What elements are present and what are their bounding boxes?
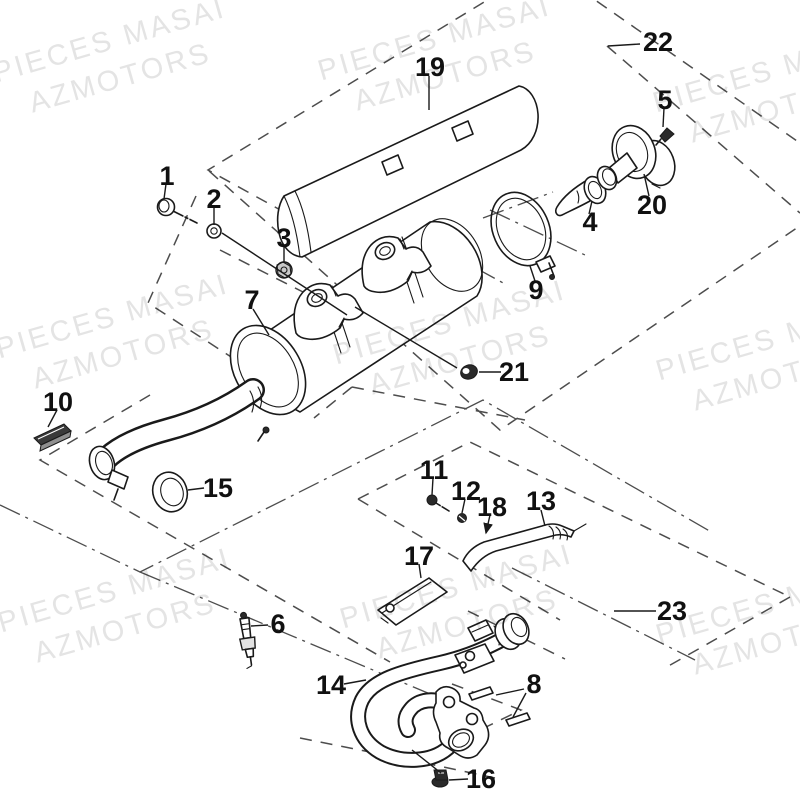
part-label-12: 12: [451, 476, 481, 506]
part-label-8: 8: [526, 669, 541, 699]
leader-line: [483, 514, 493, 535]
part-label-4: 4: [582, 207, 597, 237]
part-label-3: 3: [276, 223, 291, 253]
part-6-spark-plug: [238, 611, 256, 669]
part-17-shield-plate: [377, 577, 448, 626]
leader-line: [643, 173, 650, 197]
dashed-boundary-line: [351, 386, 526, 421]
dashed-boundary-line: [219, 249, 306, 294]
leader-line: [495, 688, 525, 696]
leader-line: [250, 624, 269, 627]
part-10-strip: [33, 423, 72, 452]
leader-line: [343, 679, 367, 685]
part-label-14: 14: [316, 670, 346, 700]
leader-line: [529, 265, 536, 282]
part-label-11: 11: [420, 455, 449, 485]
leader-line: [448, 778, 469, 781]
part-label-10: 10: [43, 387, 73, 417]
part-14-header-pipe: [350, 612, 530, 768]
part-2-washer: [206, 223, 222, 239]
part-label-18: 18: [477, 492, 507, 522]
dashed-boundary-line: [313, 386, 353, 419]
part-label-16: 16: [466, 764, 496, 792]
part-9-clamp: [490, 191, 556, 280]
part-11-bolt: [426, 494, 450, 512]
chain-boundary-line: [489, 209, 586, 256]
leader-line: [187, 487, 205, 491]
part-label-2: 2: [206, 184, 221, 214]
leader-line: [47, 409, 58, 428]
part-label-7: 7: [244, 285, 259, 315]
leader-line: [431, 477, 434, 496]
dashed-boundary-line: [38, 394, 391, 663]
leader-line: [163, 183, 167, 200]
part-label-20: 20: [637, 190, 667, 220]
leader-line: [252, 308, 270, 336]
leader-line: [662, 107, 665, 128]
dashed-boundary-line: [357, 441, 791, 598]
leader-line: [607, 43, 641, 47]
part-label-22: 22: [643, 27, 673, 57]
chain-boundary-line: [482, 191, 554, 219]
leader-line: [512, 692, 527, 718]
chain-boundary-line: [511, 567, 696, 661]
leader-line: [588, 200, 593, 215]
chain-boundary-line: [0, 399, 714, 573]
leader-line: [461, 498, 466, 514]
leader-line: [540, 509, 546, 527]
part-21-grommet: [460, 364, 478, 380]
part-13-pipe-shield: [462, 523, 587, 572]
dashed-boundary-line: [467, 610, 566, 660]
part-label-9: 9: [528, 275, 543, 305]
part-1-bolt: [156, 197, 198, 224]
part-19-heat-shield: [276, 85, 539, 258]
part-label-15: 15: [203, 473, 233, 503]
chain-boundary-line: [139, 571, 481, 716]
dashed-boundary-line: [606, 45, 800, 214]
part-label-13: 13: [526, 486, 556, 516]
part-16-nut: [431, 769, 449, 788]
leader-line: [418, 563, 422, 579]
part-15-gasket: [151, 471, 189, 513]
dashed-boundary-line: [664, 596, 791, 669]
part-20-exhaust-tip: [596, 124, 676, 191]
leader-line: [354, 306, 458, 369]
part-label-19: 19: [415, 52, 445, 82]
leader-lines: [47, 43, 665, 781]
part-12-clip: [457, 513, 467, 523]
part-label-17: 17: [404, 541, 434, 571]
part-8-pins: [468, 686, 531, 727]
dashed-boundary-line: [206, 0, 800, 431]
dashed-boundary-line: [299, 737, 496, 779]
part-5-bolt: [655, 127, 675, 146]
part-label-6: 6: [270, 609, 285, 639]
part-label-21: 21: [499, 357, 529, 387]
leader-line: [411, 749, 442, 774]
part-label-23: 23: [657, 596, 687, 626]
part-label-1: 1: [159, 161, 174, 191]
part-label-5: 5: [657, 85, 672, 115]
dashed-boundary-line: [357, 498, 561, 621]
leader-line: [221, 232, 348, 316]
